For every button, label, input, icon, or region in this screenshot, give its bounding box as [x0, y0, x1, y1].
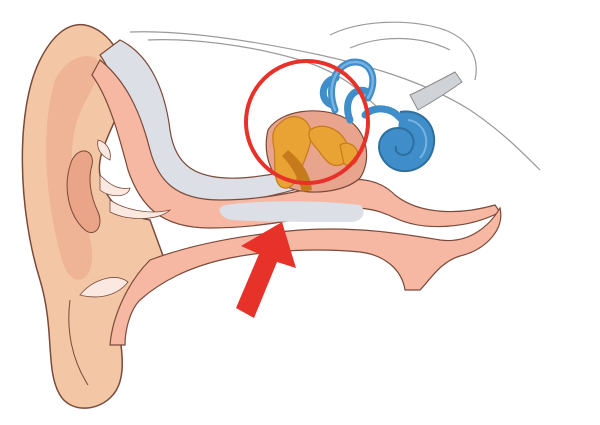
- ear-canal-lining: [219, 201, 364, 222]
- highlight-circle: [244, 59, 370, 185]
- auditory-nerve: [409, 71, 463, 111]
- canal-highlights: [79, 139, 172, 298]
- cochlea: [361, 105, 436, 172]
- pointer-arrow-icon: [236, 222, 296, 318]
- ear-canal-lower-wall: [109, 206, 502, 346]
